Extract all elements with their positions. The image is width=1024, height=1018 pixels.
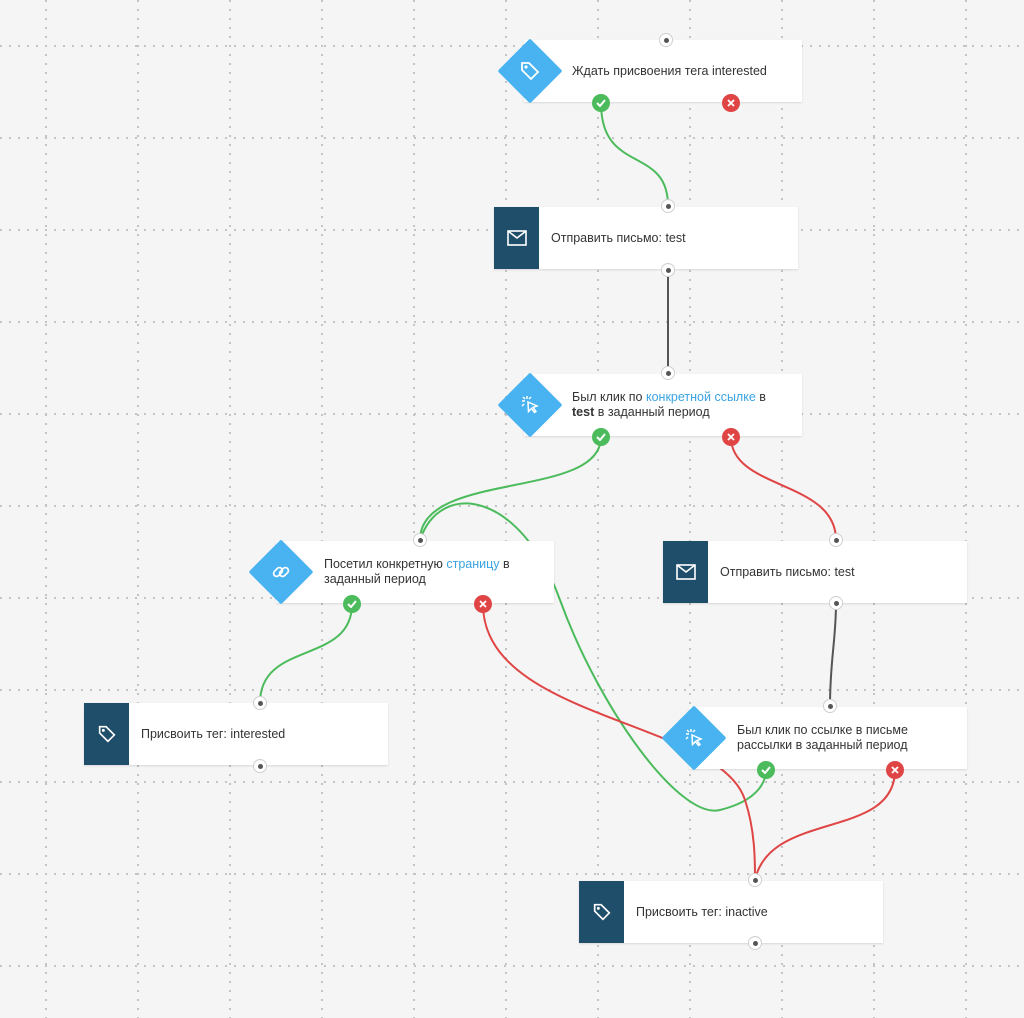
condition-icon bbox=[248, 539, 314, 605]
action-icon bbox=[84, 703, 129, 765]
close-icon bbox=[727, 99, 735, 107]
node-label: Был клик по ссылке в письме рассылки в з… bbox=[737, 723, 908, 752]
node-assign-tag-inactive[interactable]: Присвоить тег: inactive bbox=[579, 881, 883, 943]
close-icon bbox=[479, 600, 487, 608]
no-output[interactable] bbox=[474, 595, 492, 613]
cursor-click-icon bbox=[685, 729, 703, 747]
node-label: Ждать присвоения тега interested bbox=[572, 63, 767, 78]
page-link[interactable]: страницу bbox=[446, 557, 500, 571]
output-port[interactable] bbox=[253, 759, 267, 773]
link-icon bbox=[272, 566, 290, 578]
cursor-click-icon bbox=[521, 396, 539, 414]
yes-output[interactable] bbox=[592, 94, 610, 112]
input-port[interactable] bbox=[748, 873, 762, 887]
input-port[interactable] bbox=[413, 533, 427, 547]
action-icon bbox=[663, 541, 708, 603]
close-icon bbox=[891, 766, 899, 774]
check-icon bbox=[596, 433, 606, 441]
node-label: Отправить письмо: test bbox=[720, 564, 855, 579]
tag-icon bbox=[98, 725, 116, 743]
condition-icon bbox=[661, 705, 727, 771]
node-label: Присвоить тег: interested bbox=[141, 726, 286, 741]
input-port[interactable] bbox=[829, 533, 843, 547]
check-icon bbox=[347, 600, 357, 608]
input-port[interactable] bbox=[823, 699, 837, 713]
action-icon bbox=[494, 207, 539, 269]
input-port[interactable] bbox=[253, 696, 267, 710]
yes-output[interactable] bbox=[343, 595, 361, 613]
action-icon bbox=[579, 881, 624, 943]
no-output[interactable] bbox=[886, 761, 904, 779]
specific-link[interactable]: конкретной ссылке bbox=[645, 390, 756, 404]
no-output[interactable] bbox=[722, 428, 740, 446]
node-wait-tag[interactable]: Ждать присвоения тега interested bbox=[524, 40, 802, 102]
tag-icon bbox=[521, 62, 540, 81]
input-port[interactable] bbox=[661, 366, 675, 380]
input-port[interactable] bbox=[661, 199, 675, 213]
node-label: Отправить письмо: test bbox=[551, 230, 686, 245]
tag-icon bbox=[593, 903, 611, 921]
node-send-mail[interactable]: Отправить письмо: test bbox=[663, 541, 967, 603]
node-assign-tag-interested[interactable]: Присвоить тег: interested bbox=[84, 703, 388, 765]
node-send-mail[interactable]: Отправить письмо: test bbox=[494, 207, 798, 269]
yes-output[interactable] bbox=[757, 761, 775, 779]
yes-output[interactable] bbox=[592, 428, 610, 446]
output-port[interactable] bbox=[661, 263, 675, 277]
check-icon bbox=[761, 766, 771, 774]
envelope-icon bbox=[506, 230, 527, 246]
no-output[interactable] bbox=[722, 94, 740, 112]
condition-icon bbox=[497, 372, 563, 438]
close-icon bbox=[727, 433, 735, 441]
output-port[interactable] bbox=[748, 936, 762, 950]
output-port[interactable] bbox=[829, 596, 843, 610]
input-port[interactable] bbox=[659, 33, 673, 47]
node-label: Присвоить тег: inactive bbox=[636, 904, 768, 919]
node-click-mail-link[interactable]: Был клик по ссылке в письме рассылки в з… bbox=[689, 707, 967, 769]
check-icon bbox=[596, 99, 606, 107]
envelope-icon bbox=[675, 564, 696, 580]
condition-icon bbox=[497, 38, 563, 104]
